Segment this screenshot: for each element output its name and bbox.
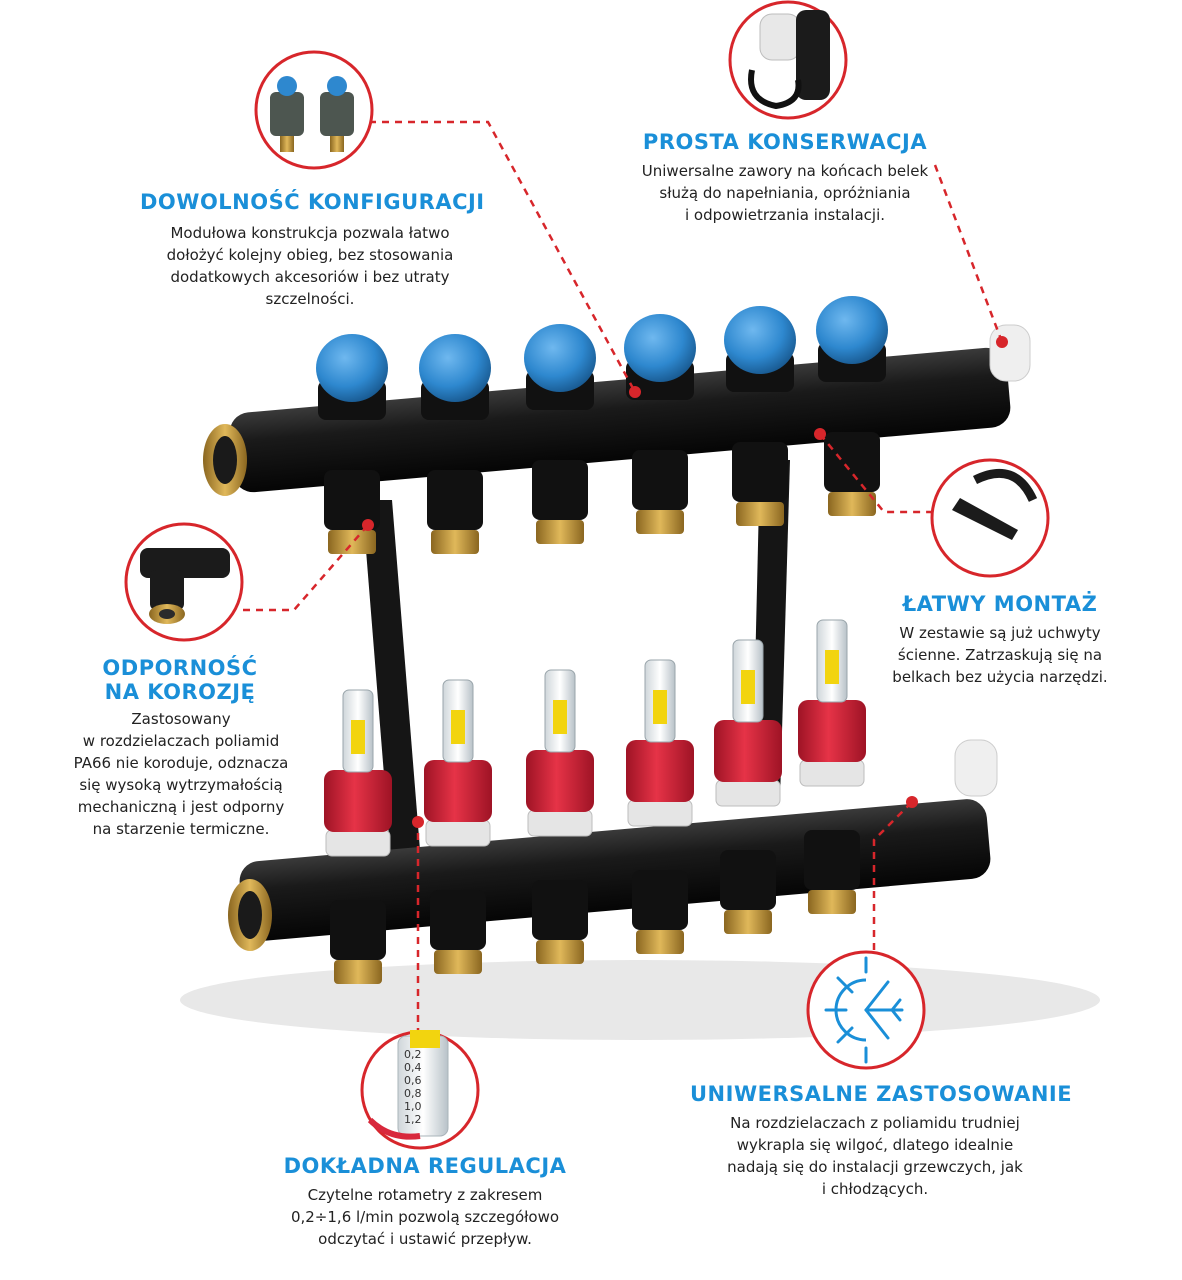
blue-valve-cap [316, 334, 388, 420]
detail-circle-regulation: 0,20,40,60,81,01,2 [360, 1030, 480, 1150]
callout-dots [362, 336, 1008, 828]
upper-outlet [732, 442, 788, 526]
blue-valve-cap [624, 314, 696, 400]
title-corrosion-line1: ODPORNOŚĆ [102, 656, 258, 680]
blue-valve-cap [724, 306, 796, 392]
title-regulation: DOKŁADNA REGULACJA [283, 1154, 567, 1178]
text-regulation: Czytelne rotametry z zakresem 0,2÷1,6 l/… [290, 1186, 560, 1248]
rotameter [526, 669, 594, 837]
lower-outlet [804, 830, 860, 914]
rotameter [714, 639, 782, 807]
rotameter [626, 659, 694, 827]
upper-outlet [824, 432, 880, 516]
rotameter-scale-label: 1,0 [404, 1100, 422, 1113]
detail-circle-maintenance [728, 0, 848, 120]
lower-outlet [632, 870, 688, 954]
text-corrosion: Zastosowany w rozdzielaczach poliamid PA… [73, 710, 289, 838]
detail-circle-mounting [930, 458, 1050, 578]
rotameter-scale-label: 0,2 [404, 1048, 422, 1061]
upper-outlet [427, 470, 483, 554]
rotameter [324, 689, 392, 857]
detail-circle-configuration [254, 50, 374, 170]
title-configuration: DOWOLNOŚĆ KONFIGURACJI [140, 190, 485, 214]
detail-circle-universal [806, 950, 926, 1070]
upper-end-cap [989, 324, 1031, 382]
blue-valve-cap [524, 324, 596, 410]
upper-outlet [632, 450, 688, 534]
text-mounting: W zestawie są już uchwyty ścienne. Zatrz… [892, 624, 1108, 686]
rotameter-scale-label: 1,2 [404, 1113, 422, 1126]
upper-outlet [532, 460, 588, 544]
upper-outlet [324, 470, 380, 554]
rotameter-scale-label: 0,4 [404, 1061, 422, 1074]
blue-valve-cap [419, 334, 491, 420]
title-maintenance: PROSTA KONSERWACJA [642, 130, 928, 154]
title-corrosion-line2: NA KOROZJĘ [104, 680, 256, 704]
lower-outlet [532, 880, 588, 964]
title-universal: UNIWERSALNE ZASTOSOWANIE [690, 1082, 1073, 1106]
rotameter-scale-label: 0,6 [404, 1074, 422, 1087]
lower-manifold [228, 619, 998, 984]
lower-outlet [720, 850, 776, 934]
upper-manifold [203, 296, 1031, 554]
text-universal: Na rozdzielaczach z poliamidu trudniej w… [727, 1114, 1023, 1198]
rotameter [424, 679, 492, 847]
title-mounting: ŁATWY MONTAŻ [902, 592, 1098, 616]
text-configuration: Modułowa konstrukcja pozwala łatwo dołoż… [166, 224, 454, 308]
rotameter [798, 619, 866, 787]
rotameter-scale-label: 0,8 [404, 1087, 422, 1100]
left-rail [362, 500, 420, 850]
text-maintenance: Uniwersalne zawory na końcach belek służ… [641, 162, 929, 224]
callout-lines [243, 120, 1004, 1035]
lower-outlet [430, 890, 486, 974]
lower-outlet [330, 900, 386, 984]
detail-circle-corrosion [124, 522, 244, 642]
blue-valve-cap [816, 296, 888, 382]
lower-end-cap [954, 739, 998, 797]
floor-shadow [180, 960, 1100, 1040]
